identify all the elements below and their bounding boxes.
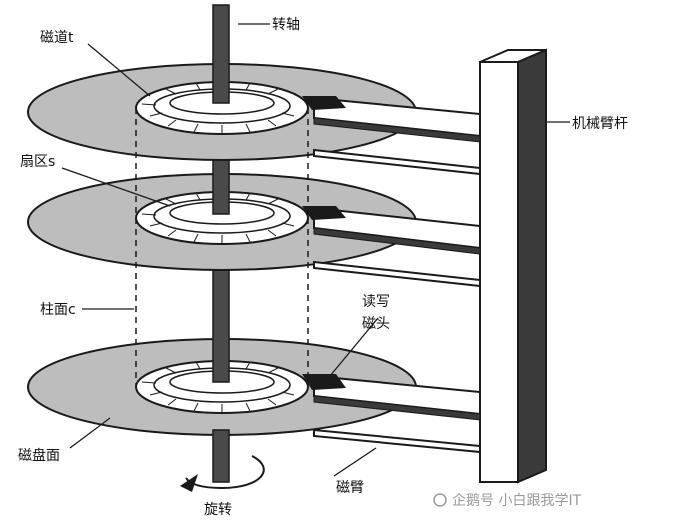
label-surface: 磁盘面 bbox=[18, 447, 60, 464]
watermark-text: 企鹅号 小白跟我学IT bbox=[452, 492, 582, 509]
platter-bottom bbox=[27, 338, 417, 436]
cylinder-lines bbox=[135, 108, 309, 387]
leader-lines bbox=[61, 23, 570, 477]
label-cylinder: 柱面c bbox=[40, 302, 76, 318]
arm-top bbox=[302, 96, 481, 176]
label-head-line2: 磁头 bbox=[362, 316, 390, 332]
label-arm-pole: 机械臂杆 bbox=[572, 116, 628, 132]
arm-bottom bbox=[302, 374, 481, 454]
spindle-lower bbox=[212, 254, 230, 383]
watermark: 企鹅号 小白跟我学IT bbox=[433, 492, 582, 509]
label-rotation: 旋转 bbox=[204, 502, 232, 518]
label-sector: 扇区s bbox=[20, 154, 55, 170]
label-arm: 磁臂 bbox=[336, 480, 364, 496]
arm-middle bbox=[302, 206, 481, 288]
label-track: 磁道t bbox=[40, 30, 74, 46]
label-head-line1: 读写 bbox=[362, 293, 390, 310]
spindle-top bbox=[212, 4, 230, 104]
watermark-logo-icon bbox=[433, 493, 447, 507]
label-spindle: 转轴 bbox=[272, 17, 300, 33]
arm-pole bbox=[479, 48, 547, 484]
spindle-bottom bbox=[212, 429, 230, 483]
rotation-arrow bbox=[180, 455, 265, 492]
